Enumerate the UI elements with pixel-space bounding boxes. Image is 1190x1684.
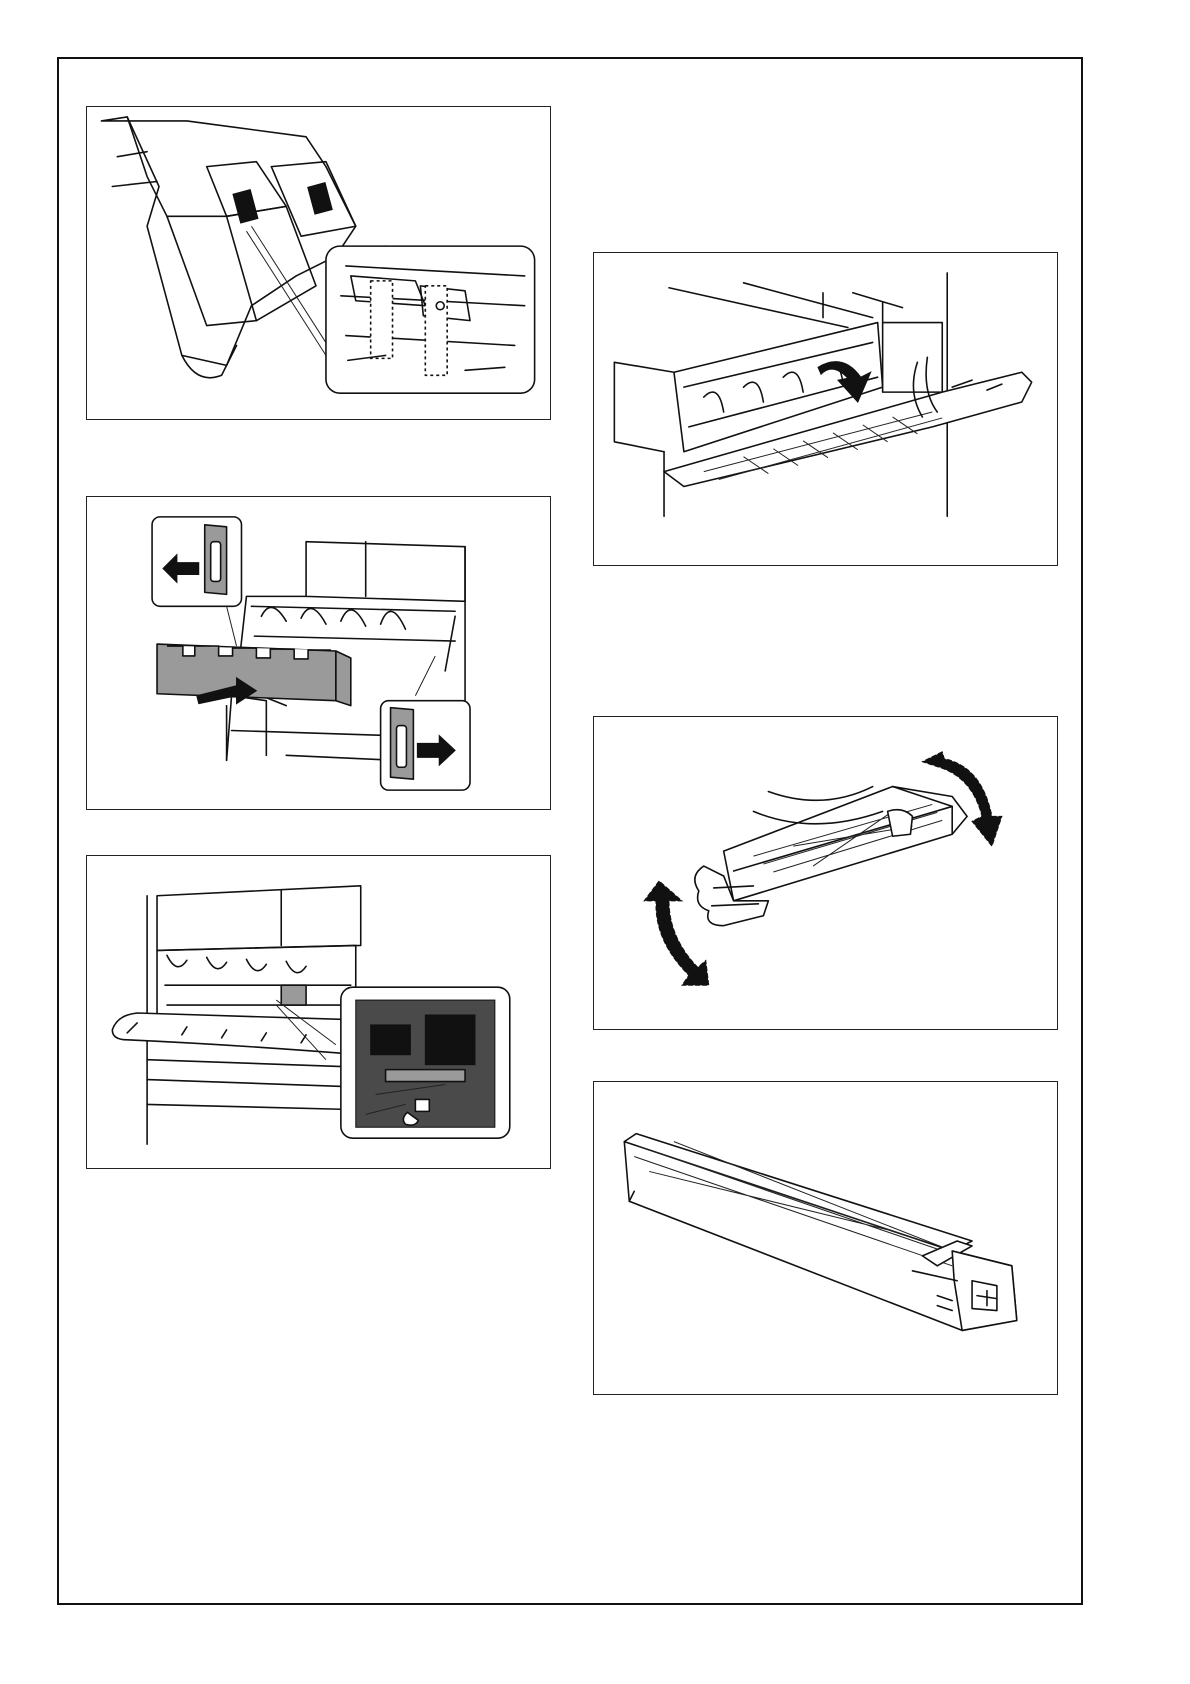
figure-front-cover-screw [86, 855, 551, 1169]
waste-toner-box-removal-illustration [87, 497, 550, 809]
front-cover-screw-illustration [87, 856, 550, 1168]
shake-toner-cartridge-illustration [594, 717, 1057, 1029]
figure-waste-box [86, 496, 551, 810]
figure-open-front-door [593, 252, 1058, 566]
open-front-door-illustration [594, 253, 1057, 565]
figure-toner-cartridge [593, 1081, 1058, 1395]
paper-tray-tape-illustration [87, 107, 550, 419]
figure-shake-cartridge [593, 716, 1058, 1030]
figure-tray-tape [86, 106, 551, 420]
toner-cartridge-illustration [594, 1082, 1057, 1394]
